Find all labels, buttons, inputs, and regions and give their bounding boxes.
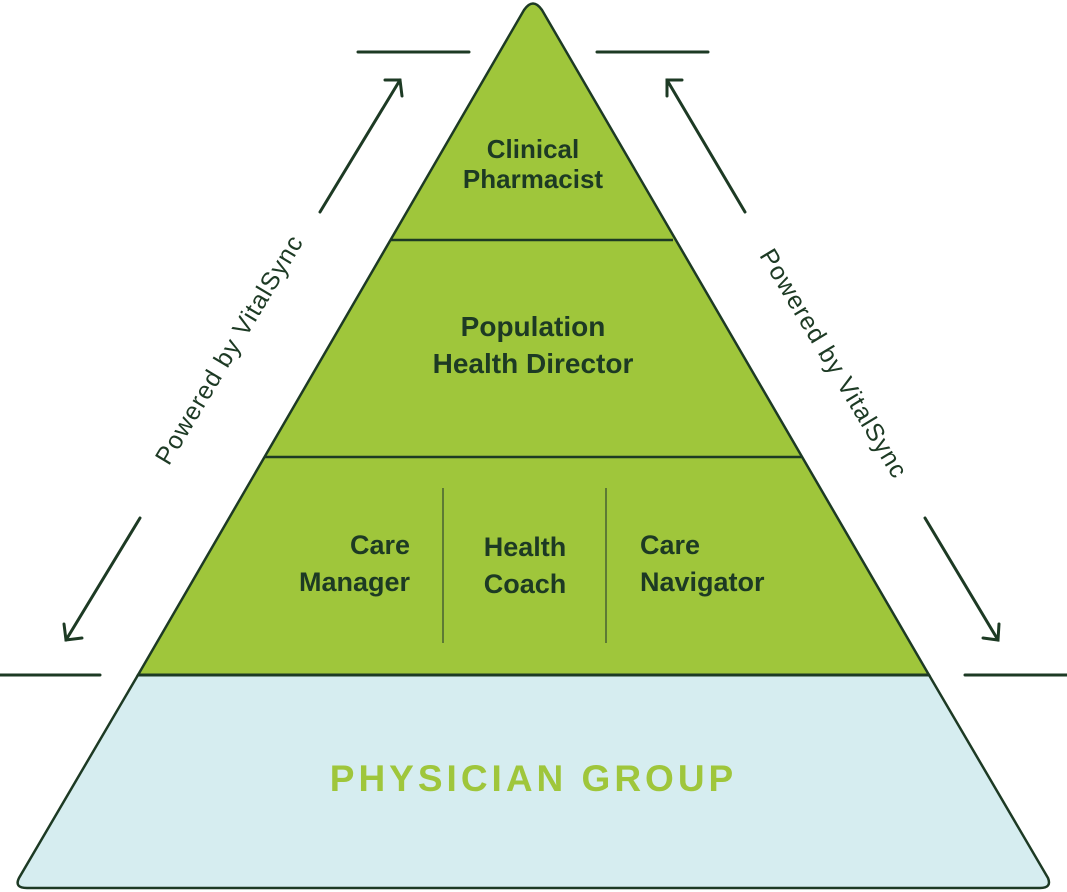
health-coach-label: Health Coach: [455, 529, 595, 603]
care-manager-line2: Manager: [298, 567, 410, 597]
care-manager-label: Care Manager: [250, 527, 410, 601]
health-coach-line2: Coach: [483, 569, 567, 599]
tier1-line1: Clinical: [486, 134, 580, 164]
care-manager-line1: Care: [349, 530, 410, 560]
tier2-line1: Population: [460, 311, 606, 342]
tier1-line2: Pharmacist: [462, 164, 604, 194]
care-navigator-line2: Navigator: [640, 567, 765, 597]
care-navigator-line1: Care: [640, 530, 701, 560]
tier2-label: Population Health Director: [383, 308, 683, 382]
left-double-arrow-icon: [62, 78, 404, 642]
green-pyramid: [135, 2, 932, 677]
tier1-label: Clinical Pharmacist: [433, 134, 633, 194]
right-double-arrow-icon: [665, 78, 1001, 642]
base-tier: [16, 673, 1051, 890]
physician-group-label: PHYSICIAN GROUP: [329, 758, 738, 799]
tier2-line2: Health Director: [432, 348, 634, 379]
care-navigator-label: Care Navigator: [640, 527, 820, 601]
health-coach-line1: Health: [483, 532, 567, 562]
